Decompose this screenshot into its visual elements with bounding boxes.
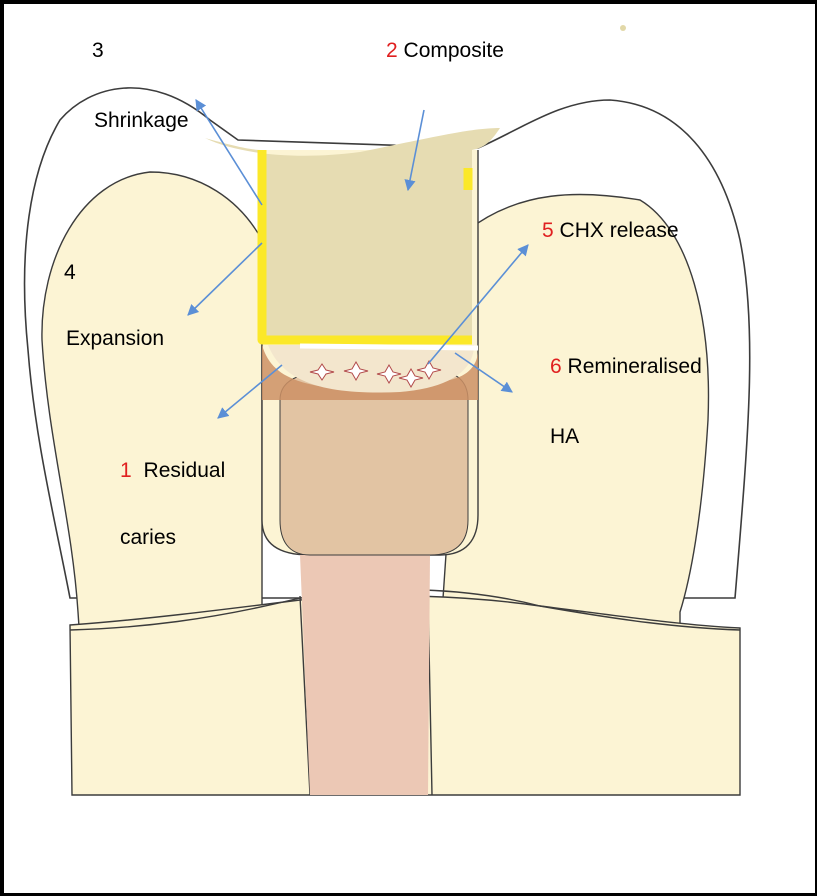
label-composite-text: Composite <box>404 39 504 62</box>
label-5-number: 5 <box>542 219 554 242</box>
label-expansion: Expansion <box>66 328 164 349</box>
label-residual: 1 Residual <box>120 460 225 481</box>
label-residual-text: Residual <box>144 459 226 482</box>
pulp-canal <box>300 555 430 795</box>
label-3-number: 3 <box>92 40 104 61</box>
label-remineralised-text: Remineralised <box>568 355 702 378</box>
label-ha: HA <box>550 426 579 447</box>
label-caries: caries <box>120 527 176 548</box>
dust-dot <box>620 25 626 31</box>
label-composite: 2 Composite <box>386 40 504 61</box>
label-4-number: 4 <box>64 262 76 283</box>
label-shrinkage: Shrinkage <box>94 110 189 131</box>
label-1-number: 1 <box>120 459 132 482</box>
label-chx: 5 CHX release <box>542 220 679 241</box>
label-2-number: 2 <box>386 39 398 62</box>
white-gap <box>300 346 478 348</box>
label-chx-text: CHX release <box>560 219 679 242</box>
label-remineralised: 6 Remineralised <box>550 356 702 377</box>
label-6-number: 6 <box>550 355 562 378</box>
